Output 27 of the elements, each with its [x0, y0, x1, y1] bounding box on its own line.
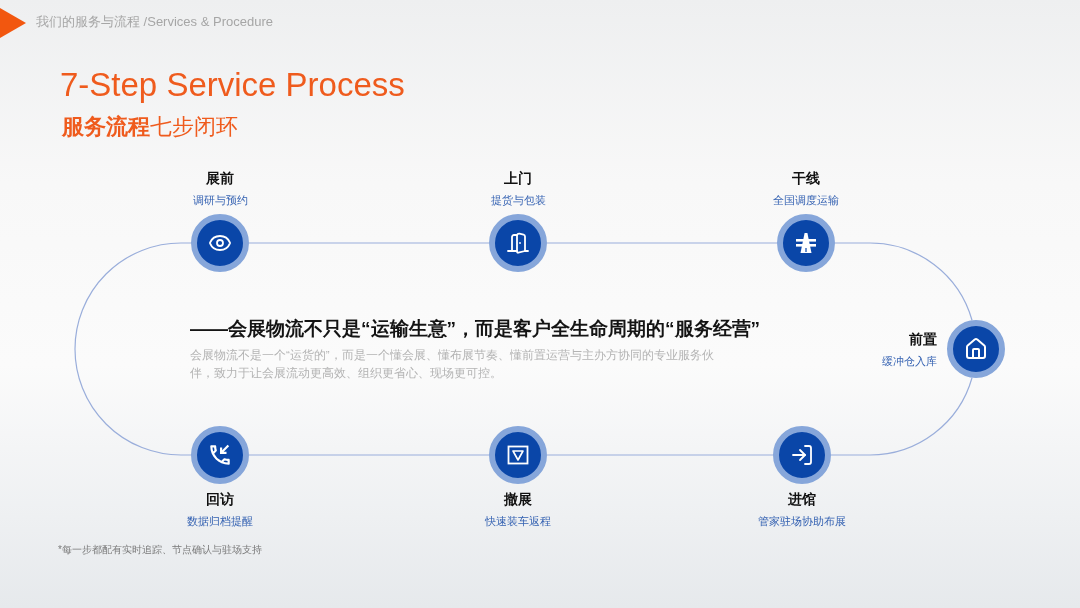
- track-line: [834, 242, 973, 321]
- step-subtitle: 调研与预约: [192, 193, 248, 208]
- track-line: [248, 454, 490, 456]
- step-title: 干线: [792, 169, 820, 188]
- step-subtitle: 全国调度运输: [773, 193, 839, 208]
- step-subtitle: 快速装车返程: [485, 514, 551, 529]
- headline: ——会展物流不只是“运输生意”，而是客户全生命周期的“服务经营”: [190, 317, 760, 341]
- step-title: 回访: [206, 490, 234, 509]
- step-subtitle: 管家驻场协助布展: [758, 514, 846, 529]
- step-title: 展前: [206, 169, 234, 188]
- track-line: [74, 242, 192, 456]
- title: 7-Step Service Process: [60, 65, 405, 105]
- subtitle: 服务流程七步闭环: [62, 113, 238, 141]
- footnote: *每一步都配有实时追踪、节点确认与驻场支持: [58, 543, 262, 557]
- step-subtitle: 提货与包装: [490, 193, 546, 208]
- body-text: 会展物流不是一个“运货的”，而是一个懂会展、懂布展节奏、懂前置运营与主办方协同的专业服务伙伴，致力于让会展流动更高效、组织更省心、现场更可控。: [190, 348, 715, 381]
- step-title: 进馆: [788, 490, 816, 509]
- step-subtitle: 缓冲仓入库: [882, 354, 937, 369]
- track-line: [248, 242, 490, 244]
- step-title: 上门: [504, 169, 532, 188]
- header-text: 我们的服务与流程 /Services & Procedure: [36, 13, 273, 31]
- step-subtitle: 数据归档提醒: [187, 514, 253, 529]
- step-title: 前置: [909, 330, 937, 349]
- step-title: 撤展: [504, 490, 532, 509]
- track-line: [830, 377, 973, 456]
- track-line: [546, 242, 778, 244]
- track-line: [546, 454, 774, 456]
